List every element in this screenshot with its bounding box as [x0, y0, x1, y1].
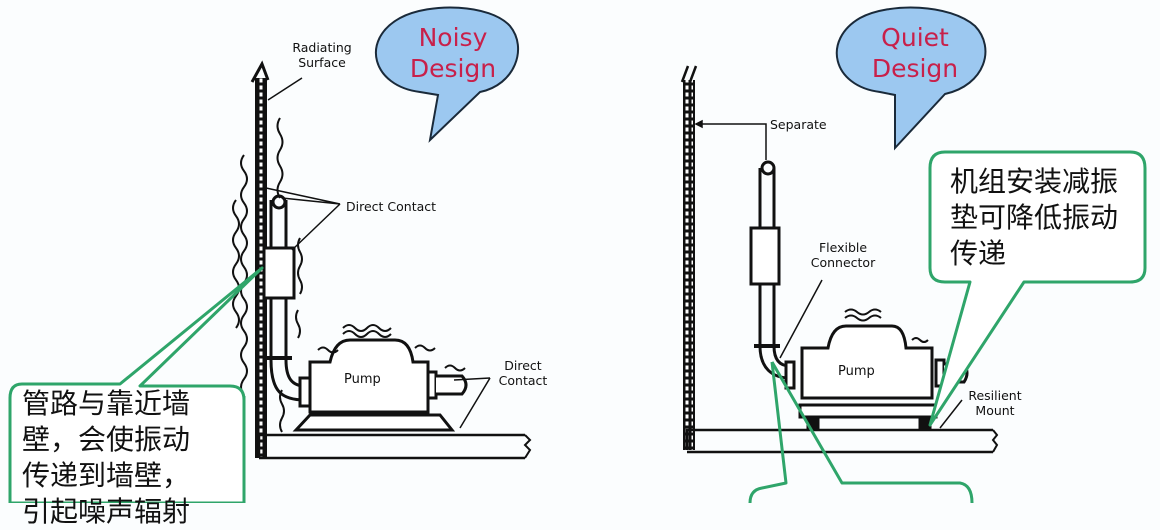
left-noisy-design: [8, 6, 532, 503]
quiet-bubble-text: Quiet Design: [860, 22, 970, 84]
noisy-bubble-line-2: Design: [409, 54, 497, 83]
right-callout-text: 机组安装减振 垫可降低振动 传递: [950, 164, 1118, 272]
right-callout-line-3: 传递: [950, 237, 1007, 270]
left-pump-label: Pump: [344, 372, 381, 387]
quiet-bubble-line-2: Design: [871, 54, 959, 83]
resilient-mount-label: Resilient Mount: [960, 388, 1030, 418]
diagram-canvas: Noisy Design Quiet Design Radiating Surf…: [8, 6, 1147, 528]
diagram-drawing: [8, 6, 1147, 503]
pump: [292, 338, 468, 432]
right-quiet-design: [680, 6, 1147, 503]
flexible-connector-line-1: Flexible: [818, 240, 868, 255]
floor: [685, 428, 999, 454]
noisy-speech-bubble: [374, 6, 519, 143]
direct-contact-right-line-2: Contact: [498, 373, 548, 388]
resilient-mount-line-2: Mount: [975, 403, 1015, 418]
separate-label: Separate: [770, 117, 827, 132]
radiating-surface-label: Radiating Surface: [282, 40, 362, 70]
leader-lines: [265, 77, 491, 429]
right-pump-label: Pump: [838, 364, 875, 379]
left-callout-line-1: 管路与靠近墙: [22, 387, 191, 420]
noisy-bubble-text: Noisy Design: [398, 22, 508, 84]
leader-lines: [694, 119, 963, 429]
pipe: [262, 194, 312, 408]
noisy-bubble-line-1: Noisy: [418, 23, 488, 52]
radiating-surface-line-2: Surface: [298, 55, 346, 70]
quiet-speech-bubble: [835, 6, 987, 151]
pipe: [749, 160, 796, 390]
right-callout-line-2: 垫可降低振动: [950, 201, 1119, 234]
bottom-callout-pointer: [748, 361, 974, 503]
vibration-waves: [232, 117, 466, 433]
wall: [680, 65, 698, 450]
floor: [257, 433, 532, 460]
direct-contact-right-line-1: Direct: [504, 358, 542, 373]
direct-contact-top-label: Direct Contact: [346, 199, 437, 214]
right-callout-line-1: 机组安装减振: [950, 165, 1119, 198]
left-callout-line-3: 传递到墙壁，: [22, 459, 191, 492]
direct-contact-right-label: Direct Contact: [490, 358, 556, 388]
quiet-bubble-line-1: Quiet: [881, 23, 949, 52]
flexible-connector-label: Flexible Connector: [800, 240, 886, 270]
left-callout-text: 管路与靠近墙 壁，会使振动 传递到墙壁， 引起噪声辐射: [22, 386, 190, 530]
resilient-mount-line-1: Resilient: [968, 388, 1022, 403]
flexible-connector-line-2: Connector: [810, 255, 876, 270]
left-callout-line-2: 壁，会使振动: [22, 423, 191, 456]
right-callout-box: [928, 150, 1147, 427]
radiating-surface-line-1: Radiating: [292, 40, 352, 55]
left-callout-line-4: 引起噪声辐射: [22, 495, 191, 528]
